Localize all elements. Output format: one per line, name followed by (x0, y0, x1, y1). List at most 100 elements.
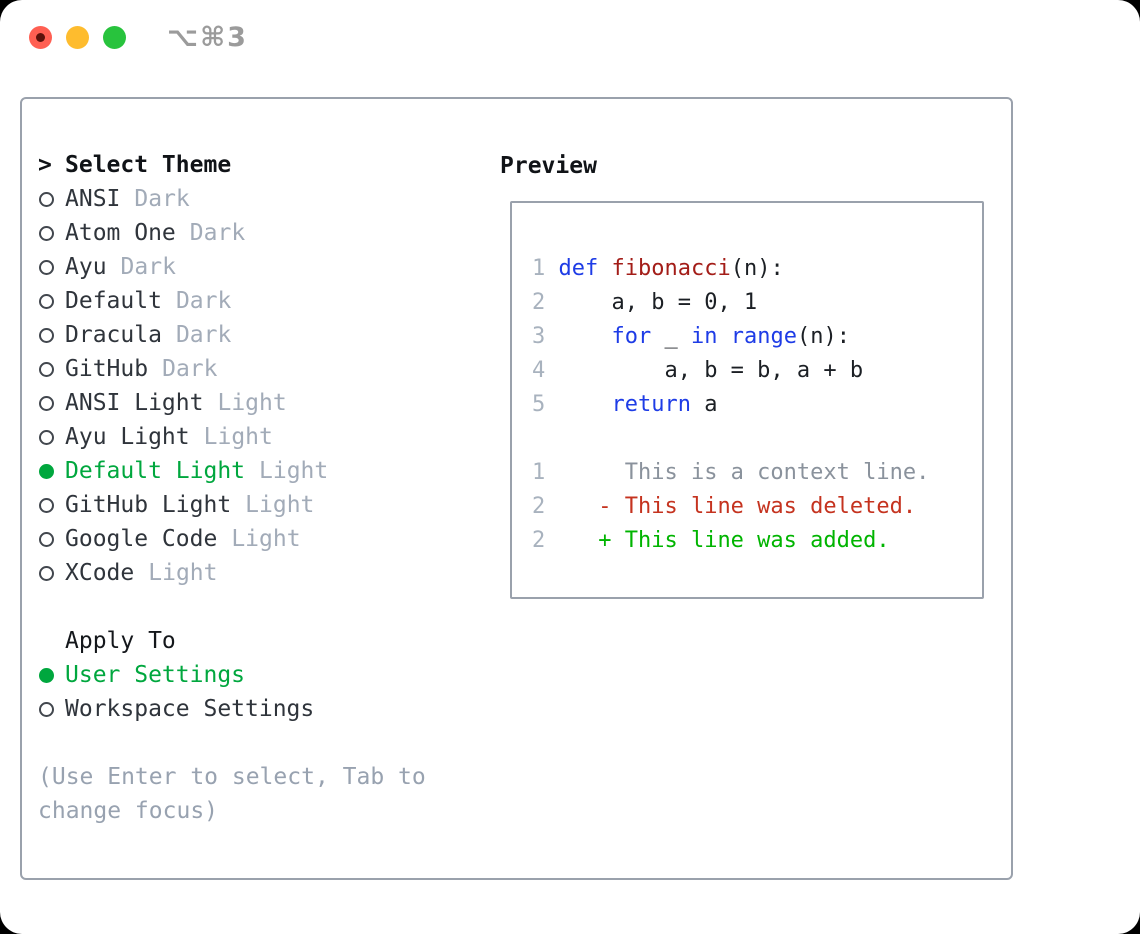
variant-tag: Light (203, 424, 273, 450)
radio-icon (38, 420, 65, 454)
option-label: Default Light (65, 458, 246, 484)
code-segment: range (730, 324, 797, 349)
line-number: 5 (532, 392, 546, 417)
code-segment: (n): (730, 256, 784, 281)
code-line: 2 - This line was deleted. (532, 490, 982, 524)
code-segment: for (611, 324, 652, 349)
code-segment: in (690, 324, 718, 349)
theme-option-atom-one[interactable]: Atom One Dark (38, 216, 490, 250)
option-label: Atom One (65, 220, 176, 246)
option-label: Workspace Settings (65, 696, 315, 722)
option-label: GitHub (65, 356, 149, 382)
radio-icon (38, 556, 65, 590)
spacer (38, 726, 490, 760)
line-number: 3 (532, 324, 546, 349)
theme-option-dracula[interactable]: Dracula Dark (38, 318, 490, 352)
option-label: ANSI Light (65, 390, 204, 416)
code-line: 5 return a (532, 388, 982, 422)
theme-option-workspace-settings[interactable]: Workspace Settings (38, 692, 490, 726)
code-segment: _ (651, 324, 691, 349)
code-segment: This is a context line. (558, 460, 930, 485)
radio-icon (38, 182, 65, 216)
line-number: 1 (532, 256, 546, 281)
line-number (532, 426, 545, 451)
variant-tag: Dark (134, 186, 190, 212)
code-line: 3 for _ in range(n): (532, 320, 982, 354)
theme-option-user-settings[interactable]: User Settings (38, 658, 490, 692)
radio-icon (38, 250, 65, 284)
close-dot-icon (36, 33, 45, 42)
line-number: 2 (532, 494, 546, 519)
code-line: 1 This is a context line. (532, 456, 982, 490)
radio-icon (38, 318, 65, 352)
radio-icon (38, 216, 65, 250)
variant-tag: Light (259, 458, 329, 484)
option-label: User Settings (65, 662, 246, 688)
variant-tag: Dark (189, 220, 246, 246)
zoom-button[interactable] (103, 26, 126, 49)
option-label: Dracula (65, 322, 162, 348)
cursor-arrow-icon: > (38, 152, 52, 178)
close-button[interactable] (29, 26, 52, 49)
theme-option-ansi-light[interactable]: ANSI Light Light (38, 386, 490, 420)
radio-icon (38, 692, 65, 726)
code-line (532, 422, 982, 456)
code-segment: + This line was added. (558, 528, 890, 553)
apply-to-title: Apply To (65, 628, 176, 654)
code-segment: fibonacci (611, 256, 731, 281)
radio-circle (39, 260, 54, 275)
option-label: Ayu (65, 254, 107, 280)
option-label: GitHub Light (65, 492, 232, 518)
line-number: 2 (532, 290, 546, 315)
code-segment: (n): (796, 324, 850, 349)
radio-selected-icon (38, 658, 65, 692)
minimize-button[interactable] (66, 26, 89, 49)
code-segment: a (690, 392, 718, 417)
code-line: 2 + This line was added. (532, 524, 982, 558)
variant-tag: Dark (175, 322, 232, 348)
radio-circle (39, 566, 54, 581)
radio-icon (38, 352, 65, 386)
code-segment: def (558, 256, 599, 281)
code-segment (559, 392, 612, 417)
code-line: 2 a, b = 0, 1 (532, 286, 982, 320)
code-segment: a, b = 0, 1 (558, 290, 758, 315)
variant-tag: Dark (162, 356, 218, 382)
radio-circle (39, 294, 54, 309)
option-label: Default (65, 288, 162, 314)
code-segment (598, 256, 611, 281)
indent (38, 624, 65, 658)
preview-title: Preview (500, 153, 597, 179)
radio-circle (39, 498, 54, 513)
select-theme-header: > Select Theme (38, 148, 490, 182)
option-label: Ayu Light (65, 424, 190, 450)
code-segment: return (611, 392, 691, 417)
theme-option-default[interactable]: Default Dark (38, 284, 490, 318)
select-theme-title: Select Theme (65, 152, 232, 178)
variant-tag: Dark (175, 288, 232, 314)
code-line: 1 def fibonacci(n): (532, 252, 982, 286)
code-segment (717, 324, 730, 349)
radio-icon (38, 488, 65, 522)
radio-circle (39, 362, 54, 377)
theme-option-ayu-light[interactable]: Ayu Light Light (38, 420, 490, 454)
option-label: XCode (65, 560, 135, 586)
radio-circle (39, 396, 54, 411)
theme-option-default-light[interactable]: Default Light Light (38, 454, 490, 488)
preview-column: Preview 1 def fibonacci(n):2 a, b = 0, 1… (500, 149, 984, 599)
window-shortcut-label: ⌥⌘3 (167, 22, 248, 53)
theme-option-github[interactable]: GitHub Dark (38, 352, 490, 386)
variant-tag: Light (217, 390, 287, 416)
option-label: Google Code (65, 526, 218, 552)
